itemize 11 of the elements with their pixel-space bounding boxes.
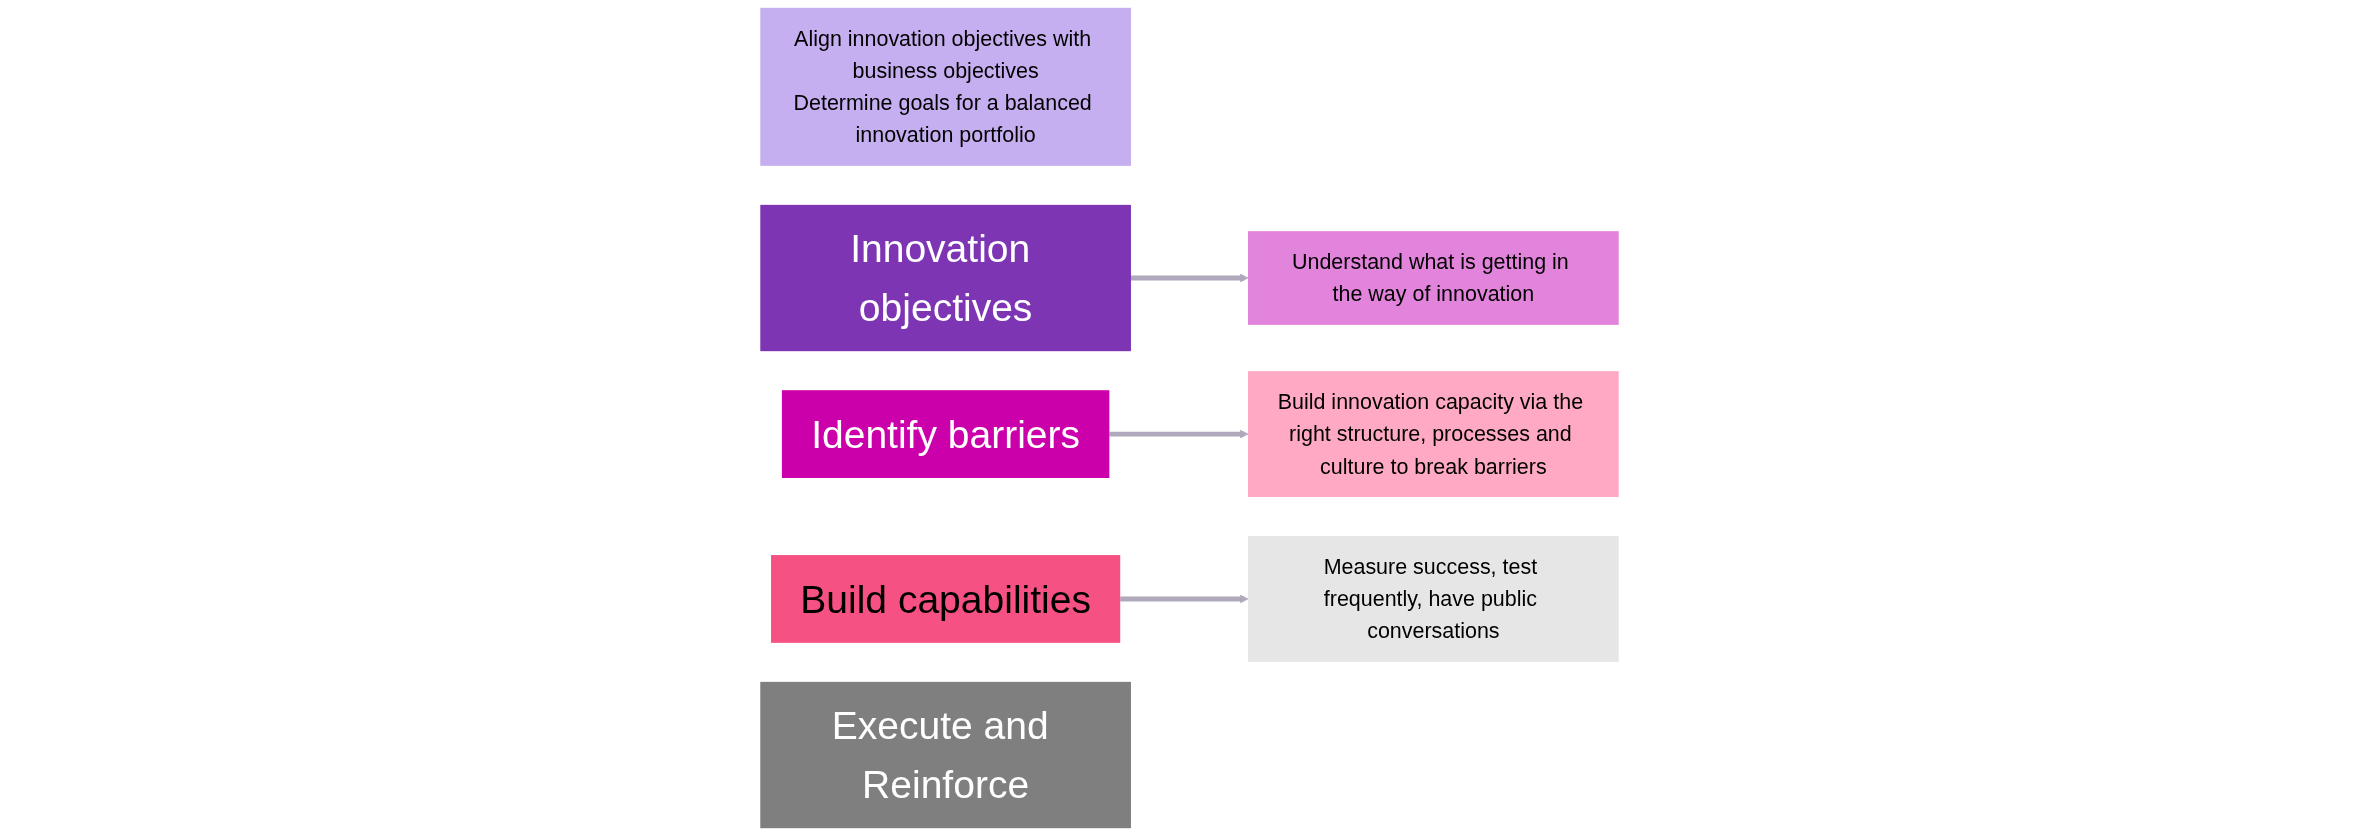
node-box: Measure success, test frequently, have public conversations xyxy=(1248,536,1619,662)
node-box: Innovation objectives xyxy=(760,204,1131,352)
arrow xyxy=(1120,594,1249,604)
node-box: Build innovation capacity via the right structure, processes and culture to break barriers xyxy=(1248,371,1619,497)
node-box: Execute and Reinforce xyxy=(760,681,1131,829)
node-box: Understand what is getting in the way of innovation xyxy=(1248,231,1619,325)
node-box: Align innovation objectives with business objectives Determine goals for a balanced innovation portfolio xyxy=(760,7,1131,166)
arrow xyxy=(1130,273,1249,283)
arrow xyxy=(1109,429,1249,439)
node-box: Build capabilities xyxy=(771,555,1121,643)
node-box: Identify barriers xyxy=(781,390,1110,478)
